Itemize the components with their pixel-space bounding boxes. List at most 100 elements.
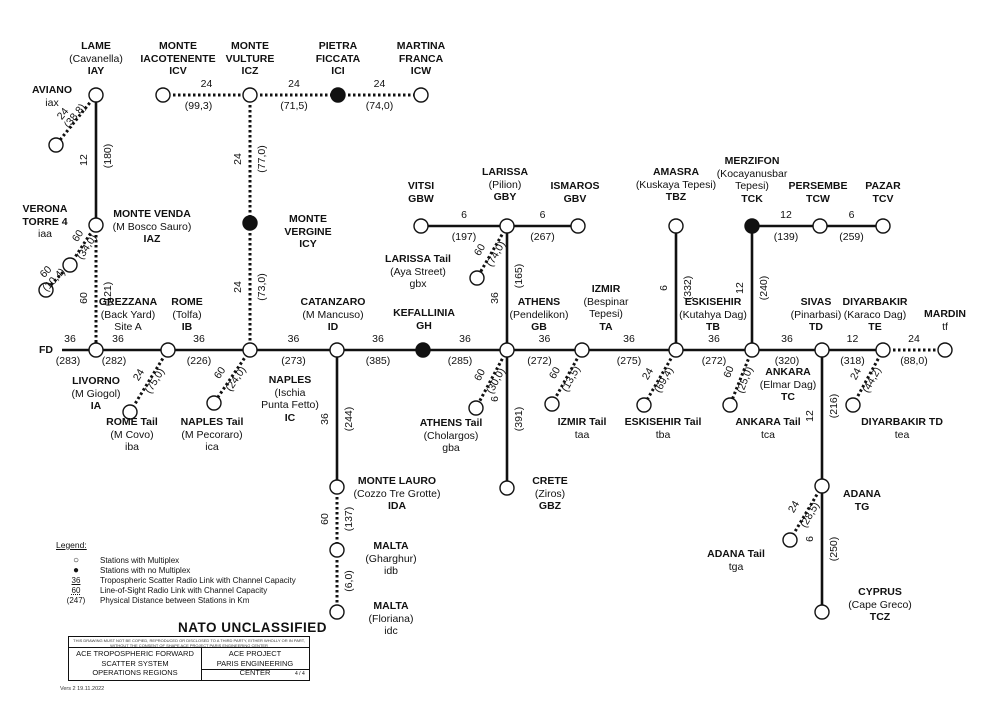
station-node-montelauro: [329, 479, 345, 495]
station-label-line: (Pinarbasi): [790, 308, 842, 321]
station-node-catanzaro: [329, 342, 345, 358]
station-label-line: IAY: [87, 65, 105, 77]
station-node-merzifon: [744, 218, 760, 234]
link-distance-label: (77,0): [256, 145, 268, 173]
station-label-line: MERZIFON: [724, 155, 780, 167]
station-node-verona2: [38, 282, 54, 298]
station-label-line: TCK: [741, 192, 763, 205]
station-label-line: IAZ: [143, 233, 161, 245]
los-link-adana-adanatail: [788, 485, 824, 541]
link-capacity-label: 24: [288, 78, 300, 90]
station-label-line: Tepesi): [589, 308, 623, 320]
station-label-line: LARISSA: [481, 166, 529, 178]
station-label-line: (Ischia: [274, 386, 306, 399]
title-line: ACE PROJECT: [228, 649, 282, 658]
station-label-line: MALTA: [373, 540, 409, 552]
station-label-montelauro: MONTE LAURO(Cozzo Tre Grotte)IDA: [327, 475, 467, 513]
station-node-naples: [242, 342, 258, 358]
station-label-line: CATANZARO: [300, 296, 366, 308]
legend-symbol: 60: [71, 586, 81, 595]
legend-text: Physical Distance between Stations in Km: [100, 596, 250, 605]
link-capacity-label: 6: [539, 209, 546, 221]
link-distance-label: (282): [101, 355, 127, 367]
station-node-martina: [413, 87, 429, 103]
link-distance-label: (165): [513, 263, 525, 289]
link-distance-label: (180): [102, 143, 114, 169]
link-distance-label: (391): [513, 406, 525, 432]
station-label-line: gbx: [409, 278, 427, 290]
station-label-line: Punta Fetto): [261, 399, 319, 411]
station-node-rome: [160, 342, 176, 358]
link-distance-label: (275): [616, 355, 642, 367]
station-node-ankaratail: [722, 397, 738, 413]
link-capacity-label: 60: [319, 512, 331, 525]
station-label-line: LIVORNO: [72, 375, 120, 387]
link-capacity-label: 60: [78, 291, 90, 304]
los-link-athens-athenstail: [474, 349, 509, 409]
station-label-line: (Kuskaya Tepesi): [635, 178, 717, 191]
station-label-line: VERONA: [22, 203, 68, 215]
station-label-line: PERSEMBE: [788, 180, 848, 192]
station-label-line: TD: [809, 321, 823, 333]
link-distance-label: (71,5): [280, 100, 308, 112]
station-label-line: TA: [599, 320, 613, 333]
station-node-adana: [814, 478, 830, 494]
los-link-izmir-izmirtail: [550, 349, 584, 405]
title-line: ACE TROPOSPHERIC FORWARD: [76, 649, 194, 658]
link-distance-label: (285): [447, 355, 473, 367]
title-line: PARIS ENGINEERING CENTER: [216, 658, 294, 678]
station-node-larissatail: [469, 270, 485, 286]
link-distance-label: (332): [682, 275, 694, 301]
station-node-crete: [499, 480, 515, 496]
station-label-line: DIYARBAKIR: [842, 296, 908, 308]
station-node-verona: [62, 257, 78, 273]
station-label-line: idb: [383, 565, 398, 577]
legend-text: Tropospheric Scatter Radio Link with Cha…: [100, 576, 296, 585]
link-distance-label: (244): [343, 406, 355, 431]
station-label-grezzana: GREZZANA(Back Yard)Site A: [58, 296, 198, 334]
station-label-line: GH: [416, 319, 432, 332]
station-label-line: CYPRUS: [858, 586, 902, 598]
title-block-right: ACE PROJECT PARIS ENGINEERING CENTER: [203, 649, 307, 678]
station-label-line: CRETE: [532, 475, 568, 487]
link-capacity-label: 6: [658, 285, 670, 291]
station-label-line: VERGINE: [284, 225, 332, 238]
link-capacity-label: 36: [781, 333, 793, 345]
link-distance-label: (250): [828, 536, 840, 562]
station-label-line: PIETRA: [318, 40, 358, 52]
legend-symbol: ●: [72, 565, 80, 576]
station-label-line: VULTURE: [225, 52, 275, 65]
station-node-athenstail: [468, 400, 484, 416]
link-capacity-label: 12: [780, 209, 792, 221]
station-node-diyarbakir: [875, 342, 891, 358]
link-distance-label: (318): [840, 355, 865, 367]
station-label-line: IA: [90, 400, 102, 412]
station-node-ankara: [744, 342, 760, 358]
station-label-line: ISMAROS: [550, 180, 600, 192]
station-label-athenstail: ATHENS Tail(Cholargos)gba: [381, 417, 521, 455]
station-label-line: IB: [181, 321, 193, 333]
station-label-line: GBZ: [538, 500, 562, 512]
station-label-line: ID: [327, 321, 339, 333]
los-link-naples-naplestail: [212, 349, 252, 404]
station-node-venda: [88, 217, 104, 233]
legend: Legend: ○ Stations with Multiplex ● Stat…: [56, 540, 296, 605]
station-label-cyprus: CYPRUS(Cape Greco)TCZ: [810, 586, 950, 624]
station-label-line: IDA: [387, 500, 407, 512]
link-distance-label: (385): [365, 355, 391, 367]
station-node-persembe: [812, 218, 828, 234]
link-distance-label: (240): [758, 275, 770, 301]
legend-symbol: (247): [66, 596, 86, 605]
station-label-line: ICV: [169, 65, 187, 77]
legend-symbol: ○: [72, 555, 80, 566]
link-capacity-label: 12: [734, 282, 746, 294]
